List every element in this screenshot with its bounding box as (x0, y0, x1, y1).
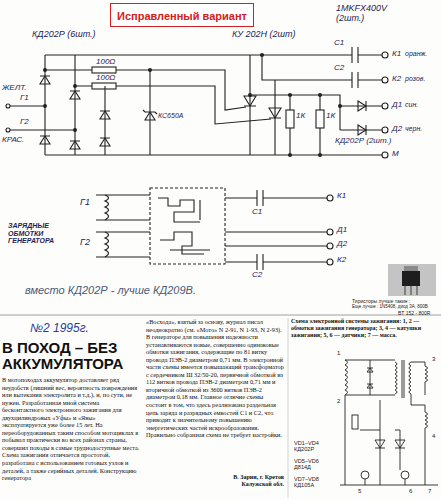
figure-caption: Схема электронной системы зажигания: 1, … (291, 318, 437, 340)
wire-colour: КРАС. (2, 136, 24, 145)
terminal-name: К1 (337, 192, 346, 201)
callout-number: 1 (337, 350, 340, 357)
resistor-value: 100Ω (96, 74, 115, 83)
column-rule (288, 318, 289, 498)
terminal-name: Г2 (20, 118, 29, 127)
wire-colour: син. (405, 101, 418, 109)
callout-number: 2 (337, 398, 340, 405)
title-box: Исправленный вариант (110, 3, 254, 27)
terminal-name: Г1 (20, 94, 29, 103)
callout-number: 5 (358, 488, 361, 495)
photo-note: BT 152 - 800R (398, 311, 430, 317)
terminal-name: Г1 (80, 198, 90, 208)
diodes (40, 76, 366, 149)
wires (6, 47, 388, 158)
part-list: VD1–VD4 КД202Р (294, 440, 330, 452)
article-body: В мотопоходах аккумулятор доставляет ряд… (2, 376, 140, 482)
capacitor-name: С1 (252, 208, 262, 217)
terminal-name: Д2 (392, 125, 402, 134)
terminal-name: Д2 (337, 240, 347, 249)
terminal-name: К2 (392, 75, 401, 84)
handwritten-note: вместо КД202Р - лучше КД209В. (25, 284, 196, 296)
part-label: КУ 202Н (2шт) (232, 30, 296, 40)
capacitor-name: С2 (334, 64, 344, 73)
part-label: КС650А (158, 112, 183, 120)
title-text: Исправленный вариант (117, 10, 247, 22)
callout-number: 4 (432, 433, 435, 440)
wire-colour: розов. (405, 75, 425, 83)
part-label: КД202Р (6шт.) (32, 30, 96, 40)
wire-colour: ЖЕЛТ. (2, 84, 27, 93)
junctions (43, 53, 342, 157)
terminal-name: К1 (392, 50, 401, 59)
wire-colour: черн. (405, 125, 422, 133)
resistor-value: 100Ω (96, 58, 115, 67)
thyristor-photo (388, 264, 436, 296)
generator-board (96, 188, 333, 270)
clipping-rule (0, 315, 441, 316)
part-list: VD7–VD8 КД105А (294, 476, 330, 488)
resistor-value: 1К (296, 112, 305, 121)
terminal-name: К2 (337, 256, 346, 265)
article-heading: В ПОХОД – БЕЗ АККУМУЛЯТОРА (2, 340, 148, 372)
part-label: КД202Р (2шт.) (335, 137, 391, 146)
photo-note: Тиристоры лучше такие : (352, 299, 410, 305)
terminal-name: М (392, 150, 399, 159)
author-signature: В. Зарин, г. Кретов Калужской обл. (208, 474, 284, 488)
capacitor-name: С1 (334, 39, 344, 48)
callout-number: 3 (432, 356, 435, 363)
article-body: «Восхода», взятый за основу, журнал писа… (146, 318, 284, 439)
wire-colour: оранж. (405, 50, 427, 58)
callout-number: 6 (409, 488, 412, 495)
capacitor-name: С2 (252, 271, 262, 280)
part-list: VD5–VD6 Д814Д (294, 458, 330, 470)
terminal-name: Д1 (392, 101, 402, 110)
resistor-value: 1К (326, 112, 335, 121)
photo-note: Еще лучше : 1N5408, диод 3А, 800В (352, 305, 428, 310)
terminal-name: Д1 (337, 226, 347, 235)
issue-number: №2 1995г. (30, 322, 89, 335)
small-schematic (340, 360, 438, 485)
terminal-name: Г2 (80, 238, 90, 248)
winding-label: ЗАРЯДНЫЕ ОБМОТКИ ГЕНЕРАТОРА (8, 222, 74, 245)
callout-number: 7 (428, 488, 431, 495)
part-label: 1MKFX400V (2шт.) (336, 4, 398, 24)
